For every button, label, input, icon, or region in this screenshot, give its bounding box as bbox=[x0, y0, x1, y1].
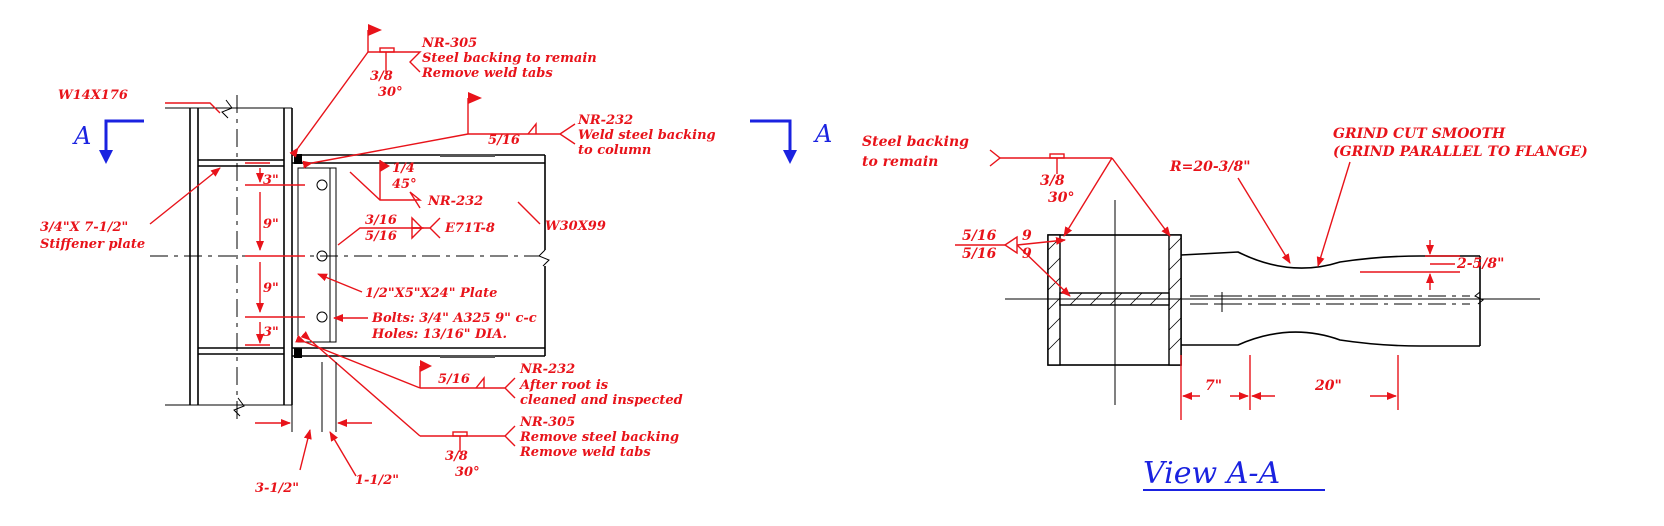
svg-text:R=20-3/8": R=20-3/8" bbox=[1169, 159, 1251, 175]
dim-3-bottom: 3" bbox=[263, 325, 279, 340]
svg-text:NR-232: NR-232 bbox=[519, 362, 575, 377]
beam-flange-view bbox=[1005, 251, 1540, 347]
svg-text:3/8: 3/8 bbox=[370, 69, 393, 84]
svg-text:NR-232: NR-232 bbox=[577, 113, 633, 128]
svg-text:3/8: 3/8 bbox=[1040, 173, 1065, 189]
beam-label: W30X99 bbox=[545, 219, 606, 234]
weld-symbol-fillet: 1/4 45° NR-232 bbox=[349, 160, 483, 209]
view-title: View A-A bbox=[1143, 456, 1325, 491]
stiffener-plates bbox=[198, 159, 284, 355]
svg-text:After root is: After root is bbox=[518, 378, 609, 393]
svg-text:GRIND CUT SMOOTH: GRIND CUT SMOOTH bbox=[1333, 126, 1506, 142]
svg-text:30°: 30° bbox=[378, 85, 403, 100]
svg-text:20": 20" bbox=[1314, 378, 1342, 394]
svg-text:Steel backing: Steel backing bbox=[862, 134, 969, 150]
dim-3-top: 3" bbox=[263, 173, 279, 188]
svg-text:5/16: 5/16 bbox=[365, 229, 397, 244]
svg-text:Remove steel backing: Remove steel backing bbox=[519, 430, 679, 445]
svg-text:1/4: 1/4 bbox=[392, 161, 415, 176]
weld-symbol-bottom: NR-305 Remove steel backing Remove weld … bbox=[300, 331, 679, 480]
svg-text:cleaned and inspected: cleaned and inspected bbox=[520, 393, 683, 408]
svg-text:A: A bbox=[813, 120, 832, 148]
depth-dimension: 2-5/8" bbox=[1360, 240, 1504, 290]
dim-gap-1-1-2: 1-1/2" bbox=[355, 473, 399, 488]
svg-text:NR-305: NR-305 bbox=[519, 415, 575, 430]
svg-text:to remain: to remain bbox=[862, 154, 938, 170]
bolts-line2: Holes: 13/16" DIA. bbox=[371, 327, 507, 342]
vertical-dimension-chain bbox=[245, 162, 305, 346]
svg-text:5/16: 5/16 bbox=[962, 246, 997, 262]
backing-callout: Steel backing to remain 3/8 30° bbox=[862, 134, 1171, 237]
svg-text:Steel backing to remain: Steel backing to remain bbox=[422, 51, 597, 66]
svg-text:5/16: 5/16 bbox=[962, 228, 997, 244]
svg-text:30°: 30° bbox=[1048, 190, 1074, 206]
section-marker-right: A bbox=[750, 119, 832, 164]
groove-weld-callout: 5/16 5/16 9 9 bbox=[955, 228, 1071, 297]
bottom-dimensions: 7" 20" bbox=[1180, 355, 1399, 420]
svg-text:A: A bbox=[72, 122, 91, 150]
svg-text:2-5/8": 2-5/8" bbox=[1456, 256, 1504, 272]
svg-text:E71T-8: E71T-8 bbox=[444, 221, 495, 236]
svg-text:View A-A: View A-A bbox=[1143, 456, 1280, 491]
dim-9-bottom: 9" bbox=[263, 281, 279, 296]
horizontal-gap-dims bbox=[255, 362, 372, 477]
weld-symbol-shear-plate: 3/16 5/16 E71T-8 bbox=[337, 213, 495, 246]
svg-text:3/8: 3/8 bbox=[445, 449, 468, 464]
dim-gap-3-1-2: 3-1/2" bbox=[255, 481, 299, 496]
section-marker-left: A bbox=[72, 119, 144, 164]
svg-text:Remove weld tabs: Remove weld tabs bbox=[421, 66, 553, 81]
shear-plate bbox=[297, 167, 337, 343]
grind-callout: GRIND CUT SMOOTH (GRIND PARALLEL TO FLAN… bbox=[1316, 126, 1588, 267]
svg-text:9: 9 bbox=[1022, 228, 1032, 244]
bolts-line1: Bolts: 3/4" A325 9" c-c bbox=[371, 311, 537, 326]
dim-9-top: 9" bbox=[263, 217, 279, 232]
svg-text:Remove weld tabs: Remove weld tabs bbox=[519, 445, 651, 460]
weld-symbol-root: 5/16 NR-232 After root is cleaned and in… bbox=[295, 334, 683, 408]
weld-symbol-backing: 5/16 NR-232 Weld steel backing to column bbox=[302, 92, 716, 169]
stiffener-line2: Stiffener plate bbox=[40, 237, 145, 252]
svg-text:30°: 30° bbox=[455, 465, 480, 480]
beam-w30x99 bbox=[150, 154, 550, 358]
svg-text:9: 9 bbox=[1022, 246, 1032, 262]
svg-text:5/16: 5/16 bbox=[488, 133, 520, 148]
weld-symbol-top: NR-305 Steel backing to remain Remove we… bbox=[289, 24, 597, 158]
svg-text:7": 7" bbox=[1205, 378, 1222, 394]
svg-text:to column: to column bbox=[578, 143, 651, 158]
shear-plate-label: 1/2"X5"X24" Plate bbox=[365, 286, 497, 301]
radius-callout: R=20-3/8" bbox=[1169, 159, 1291, 264]
svg-text:NR-232: NR-232 bbox=[427, 194, 483, 209]
svg-text:45°: 45° bbox=[392, 177, 417, 192]
svg-text:3/16: 3/16 bbox=[365, 213, 397, 228]
column-w14x176 bbox=[165, 95, 293, 420]
column-section-view bbox=[1047, 200, 1182, 405]
stiffener-line1: 3/4"X 7-1/2" bbox=[40, 220, 128, 235]
svg-text:Weld steel backing: Weld steel backing bbox=[578, 128, 716, 143]
column-label: W14X176 bbox=[58, 88, 128, 103]
bolts bbox=[316, 179, 328, 323]
svg-text:5/16: 5/16 bbox=[438, 372, 470, 387]
svg-text:(GRIND PARALLEL TO FLANGE): (GRIND PARALLEL TO FLANGE) bbox=[1333, 144, 1588, 160]
svg-text:NR-305: NR-305 bbox=[421, 36, 477, 51]
